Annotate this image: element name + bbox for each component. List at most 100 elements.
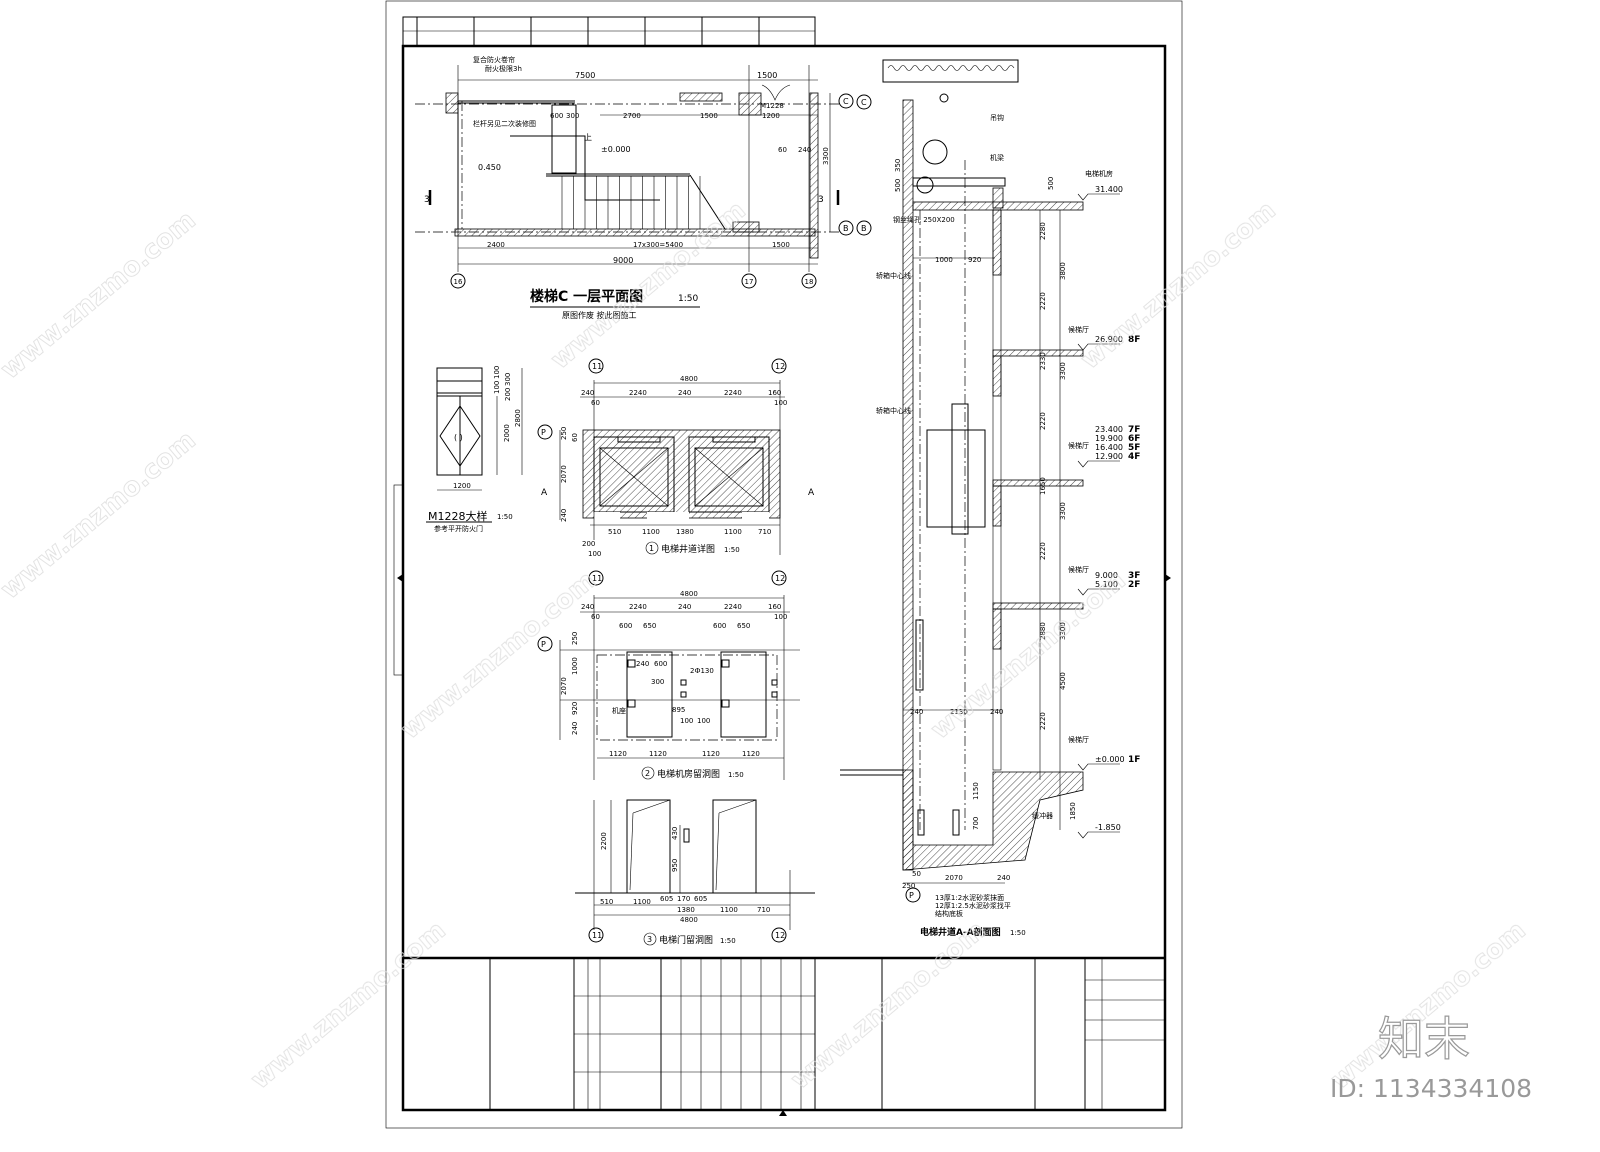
door-detail-scale: 1:50 (497, 513, 513, 521)
dim: 950 (671, 859, 679, 872)
dim: 1850 (1069, 802, 1077, 820)
dim: 2200 (600, 832, 608, 850)
dim: 1120 (609, 750, 627, 758)
dim: 430 (671, 827, 679, 840)
door-detail-title: M1228大样 (428, 509, 488, 523)
label-rope-hole: 钢丝绳孔 250X200 (893, 215, 955, 224)
dim: 605 (660, 895, 673, 903)
dim: 1200 (762, 112, 780, 120)
dim: 240 (798, 146, 811, 154)
axis-label: P (909, 891, 914, 900)
dim: 1380 (676, 528, 694, 536)
dim: 1500 (772, 241, 790, 249)
dim: 100 (493, 366, 501, 379)
dim: 3300 (1059, 502, 1067, 520)
dim: 240 (678, 389, 691, 397)
axis-label: P (541, 640, 546, 649)
dim: 1500 (757, 71, 777, 80)
axis-label: 12 (775, 931, 785, 940)
floor-slabs (992, 209, 1084, 771)
stair-plan: 复合防火卷帘 耐火极限3h 栏杆另见二次装修图 7500 1500 600 30… (415, 55, 854, 320)
dim: 100 (697, 717, 710, 725)
dim: 710 (758, 528, 771, 536)
watermark-text: www.znzmo.com (0, 205, 202, 385)
note-floor-layer: 12厚1:2.5水泥砂浆找平 (935, 901, 1011, 910)
dim: 240 (581, 389, 594, 397)
section-mark-a: A (808, 488, 815, 498)
floor-slab (992, 479, 1084, 487)
dim: 170 (677, 895, 690, 903)
dim: 100 (588, 550, 601, 558)
shaft-plan: 11 12 P A A 4800 240 2240 240 2240 160 6… (537, 358, 815, 558)
label-car-center: 轿箱中心线 (876, 406, 911, 415)
level-landing: 0.450 (478, 163, 501, 172)
dim: 2800 (514, 409, 522, 427)
dim: 2220 (1039, 292, 1047, 310)
shaft-plan-scale: 1:50 (724, 546, 740, 554)
dim: 7500 (575, 71, 595, 80)
dim: 600 (654, 660, 667, 668)
dim: 1000 (571, 657, 579, 675)
watermark-text: www.znzmo.com (785, 915, 991, 1095)
dim: 60 (591, 613, 600, 621)
note-fire-shutter: 复合防火卷帘 (473, 55, 515, 64)
shaft-plan-title: 电梯井道详图 (661, 543, 715, 555)
floor-slab (992, 349, 1084, 357)
axis-label: 16 (454, 278, 463, 286)
dim: 1500 (700, 112, 718, 120)
dim: 600 (713, 622, 726, 630)
label-buffer: 缓冲器 (1032, 811, 1053, 820)
wall-segment (992, 355, 1002, 397)
dim: 1120 (742, 750, 760, 758)
dim: 2240 (724, 389, 742, 397)
section-mark-a: A (541, 488, 548, 498)
dim: 2220 (1039, 412, 1047, 430)
brand-logo: 知末 (1378, 1012, 1470, 1066)
axis-label: 11 (592, 931, 602, 940)
level-floor: 1F (1128, 755, 1140, 765)
dim: 60 (778, 146, 787, 154)
door-detail: ( ) 1200 2000 2800 100 300 100 200 M1228… (426, 366, 523, 533)
axis-bubble-18 (801, 273, 817, 289)
dim: 600 (619, 622, 632, 630)
watermark-text: www.znzmo.com (245, 915, 451, 1095)
note-fire-rating: 耐火极限3h (485, 64, 522, 73)
machine-base-note: 机座 (612, 706, 626, 715)
axis-bubble-17 (741, 273, 757, 289)
dim: 600 (550, 112, 563, 120)
dim: 920 (571, 702, 579, 715)
dim: 1200 (453, 482, 471, 490)
machine-room-plan: 11 12 P 4800 240 2240 240 2240 160 60 10… (537, 570, 800, 780)
stair-treads (561, 176, 701, 229)
level-elevation: -1.850 (1095, 823, 1121, 832)
label-hall: 候梯厅 (1068, 735, 1089, 744)
level-elevation: 19.900 (1095, 434, 1123, 443)
detail-number: 2 (645, 769, 650, 778)
dim: 160 (768, 603, 781, 611)
level-elevation: 5.100 (1095, 580, 1118, 589)
dim: 200 (582, 540, 595, 548)
dim: 100 (493, 381, 501, 394)
axis-label: 17 (745, 278, 754, 286)
dim: 240 (990, 708, 1003, 716)
title-block (403, 956, 1165, 1110)
level-floor: 3F (1128, 571, 1140, 581)
dim: 240 (560, 509, 568, 522)
label-machine-beam: 机梁 (990, 153, 1004, 162)
dim: 1150 (972, 782, 980, 800)
level-elevation: 12.900 (1095, 452, 1123, 461)
dim: 710 (757, 906, 770, 914)
axis-label: 11 (592, 574, 602, 583)
watermark-text: www.znzmo.com (1075, 195, 1281, 375)
dim: 500 (1047, 177, 1055, 190)
dim: 240 (636, 660, 649, 668)
axis-bubble-16 (450, 273, 466, 289)
dim: 3300 (1059, 622, 1067, 640)
dim: 2330 (1039, 352, 1047, 370)
dim: 2000 (503, 424, 511, 442)
